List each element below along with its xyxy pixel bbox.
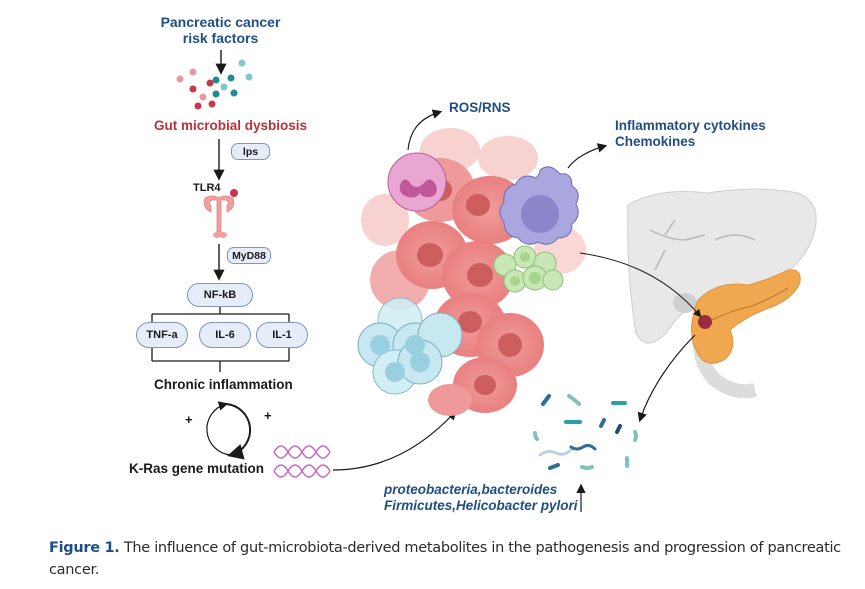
chronic-inflammation-label: Chronic inflammation [154, 377, 293, 392]
nfkb-bracket [151, 307, 290, 372]
bacteria-line1: proteobacteria,bacteroides [384, 482, 558, 497]
cytokines-arrow [567, 143, 608, 169]
microbe-dots-icon [176, 59, 253, 110]
bacteria-icon [533, 394, 638, 470]
feedback-cycle-icon [206, 401, 252, 460]
dysbiosis-label: Gut microbial dysbiosis [154, 118, 308, 133]
plus-left-sign: + [185, 412, 193, 427]
tlr4-label: TLR4 [193, 182, 221, 194]
cytokines-line1: Inflammatory cytokines [615, 118, 766, 133]
myd88-tag: MyD88 [227, 247, 271, 264]
lps-tag: lps [231, 143, 270, 160]
tlr4-receptor-icon [203, 189, 238, 238]
bacteria-line2: Firmicutes,Helicobacter pylori [384, 498, 578, 513]
cytokine-tnfa: TNF-a [136, 322, 188, 348]
risk-factors-line2: risk factors [182, 30, 259, 46]
nfkb-node: NF-kB [187, 283, 253, 307]
cytokine-il1: IL-1 [256, 322, 308, 348]
mutation-to-tumor-arrow [332, 410, 457, 471]
ros-arrow [407, 109, 443, 151]
dna-helix-icon [273, 445, 331, 478]
caption-text: The influence of gut-microbiota-derived … [49, 540, 841, 578]
immune-cell-cluster-icon [357, 297, 463, 395]
cytokine-il6: IL-6 [199, 322, 251, 348]
kras-mutation-label: K-Ras gene mutation [129, 461, 265, 476]
pancreas-to-bacteria-arrow [637, 334, 696, 423]
figure-number: Figure 1. [49, 540, 120, 556]
pancreas-icon [691, 269, 801, 364]
risk-factors-line1: Pancreatic cancer [160, 14, 281, 30]
inflammatory-cytokines-label: Inflammatory cytokines Chemokines [615, 118, 766, 150]
bacteria-label: proteobacteria,bacteroides Firmicutes,He… [384, 482, 578, 514]
chemokines-line2: Chemokines [615, 134, 696, 149]
tumor-to-pancreas-arrow [579, 252, 702, 318]
plus-right-sign: + [264, 408, 272, 423]
risk-factors-title: Pancreatic cancer risk factors [158, 14, 283, 46]
figure-caption: Figure 1. The influence of gut-microbiot… [49, 537, 849, 581]
ros-rns-label: ROS/RNS [449, 100, 511, 115]
lymphocyte-cluster-icon [493, 245, 564, 293]
neutrophil-icon [387, 152, 447, 212]
macrophage-icon [499, 166, 579, 245]
liver-icon [627, 188, 817, 399]
